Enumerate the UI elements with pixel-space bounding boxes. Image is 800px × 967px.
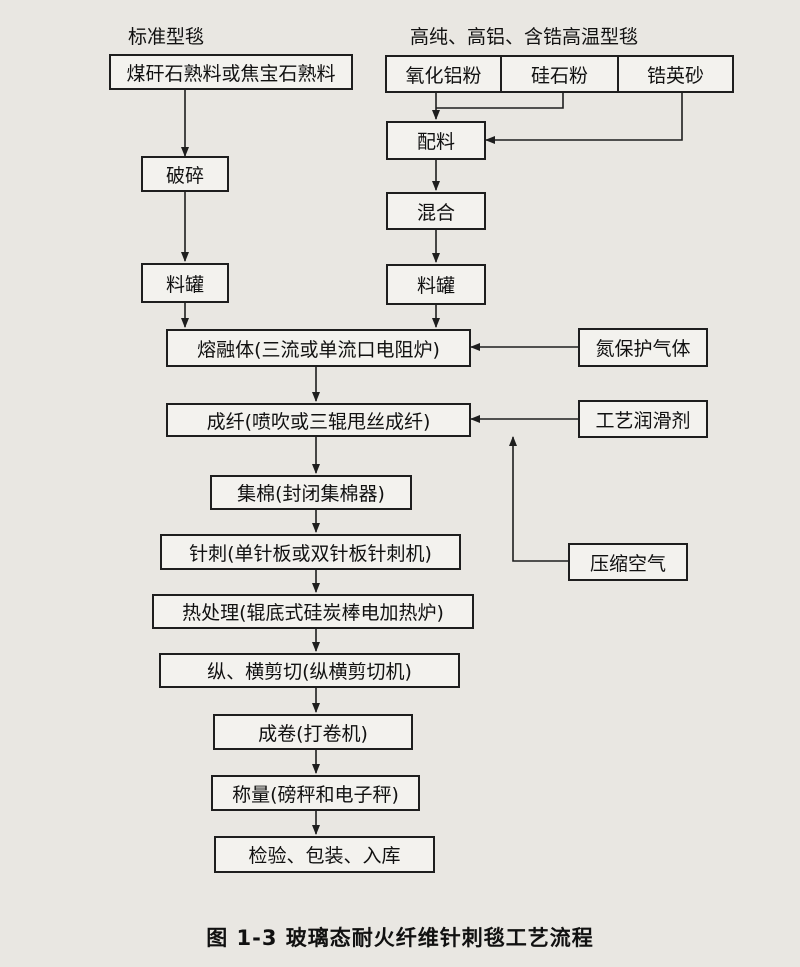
box-heat-treatment: 热处理(辊底式硅炭棒电加热炉) (152, 594, 474, 629)
header-high-temp-blanket: 高纯、高铝、含锆高温型毯 (410, 26, 639, 48)
box-needling: 针刺(单针板或双针板针刺机) (160, 534, 461, 570)
materials-divider-1 (500, 57, 502, 91)
box-cotton-collecting: 集棉(封闭集棉器) (210, 475, 412, 510)
box-materials: 氧化铝粉 硅石粉 锆英砂 (385, 55, 734, 93)
box-inspection-packing: 检验、包装、入库 (214, 836, 435, 873)
line-zircon-to-batch (485, 93, 683, 144)
box-cutting: 纵、横剪切(纵横剪切机) (159, 653, 460, 688)
box-nitrogen-gas: 氮保护气体 (578, 328, 708, 367)
box-fiberizing: 成纤(喷吹或三辊甩丝成纤) (166, 403, 471, 437)
box-mixing: 混合 (386, 192, 486, 230)
line-silica-to-batch (436, 93, 564, 109)
header-standard-blanket: 标准型毯 (128, 26, 205, 48)
box-crushing: 破碎 (141, 156, 229, 192)
figure-caption: 图 1-3 玻璃态耐火纤维针刺毯工艺流程 (206, 926, 594, 950)
box-process-lubricant: 工艺润滑剂 (578, 400, 708, 438)
box-weighing: 称量(磅秤和电子秤) (211, 775, 420, 811)
box-right-tank: 料罐 (386, 264, 486, 305)
material-zircon-sand: 锆英砂 (646, 64, 704, 87)
material-silica-powder: 硅石粉 (530, 64, 588, 87)
materials-divider-2 (617, 57, 619, 91)
box-raw-material: 煤矸石熟料或焦宝石熟料 (109, 54, 353, 90)
box-rolling: 成卷(打卷机) (213, 714, 413, 750)
material-alumina-powder: 氧化铝粉 (405, 64, 482, 87)
box-batching: 配料 (386, 121, 486, 160)
box-melting: 熔融体(三流或单流口电阻炉) (166, 329, 471, 367)
arrow-air-to-fiber (509, 436, 568, 562)
box-left-tank: 料罐 (141, 263, 229, 303)
box-compressed-air: 压缩空气 (568, 543, 688, 581)
